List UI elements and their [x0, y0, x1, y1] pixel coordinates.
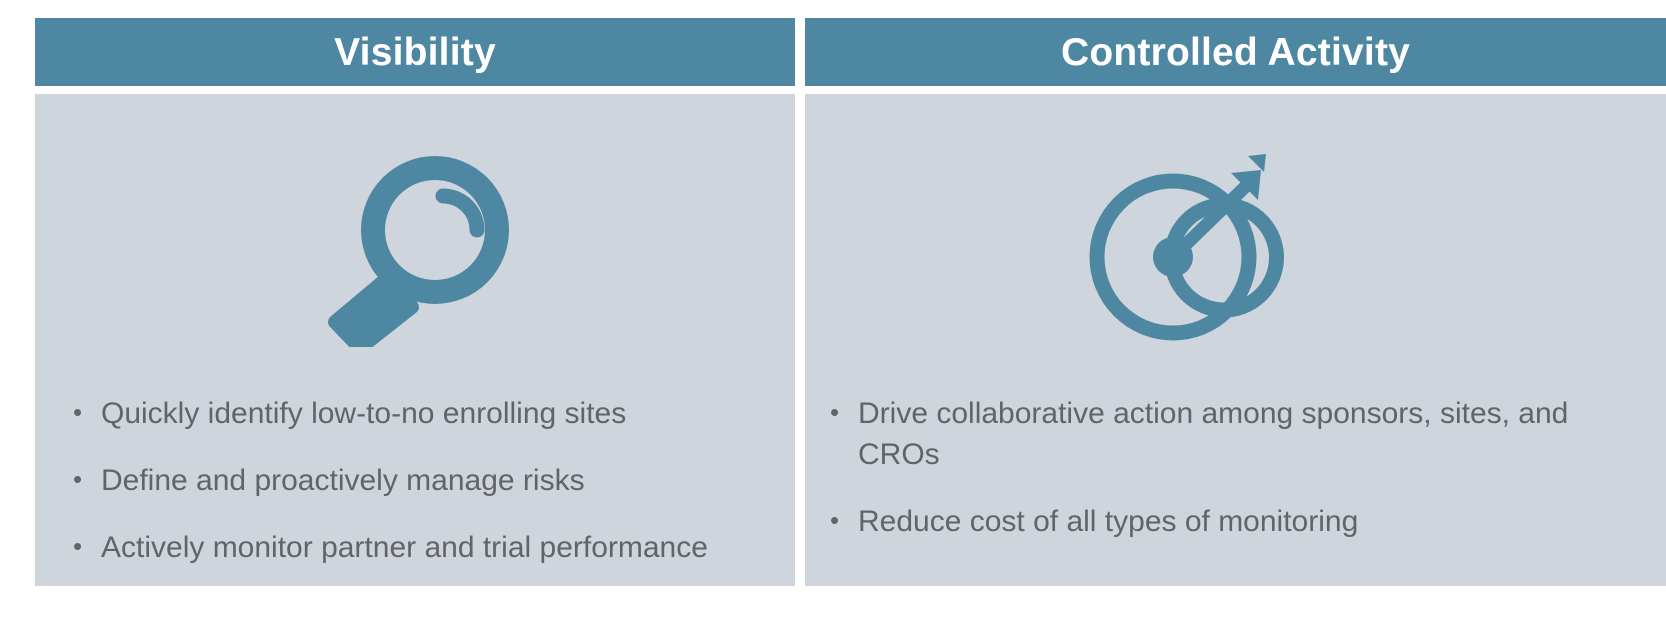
- list-item: • Drive collaborative action among spons…: [830, 394, 1656, 476]
- bullet-marker-icon: •: [830, 504, 840, 535]
- list-item: • Reduce cost of all types of monitoring: [830, 502, 1656, 543]
- bullet-marker-icon: •: [73, 463, 83, 494]
- list-item: • Define and proactively manage risks: [73, 461, 775, 502]
- panel-body-visibility: • Quickly identify low-to-no enrolling s…: [35, 94, 795, 586]
- panel-title-controlled-activity: Controlled Activity: [805, 18, 1666, 86]
- icon-area-controlled-activity: [805, 94, 1666, 394]
- bullet-list-controlled-activity: • Drive collaborative action among spons…: [830, 394, 1656, 568]
- bullet-text: Actively monitor partner and trial perfo…: [101, 530, 708, 564]
- bullet-text: Drive collaborative action among sponsor…: [858, 397, 1569, 471]
- bullet-text: Define and proactively manage risks: [101, 463, 585, 497]
- bullet-marker-icon: •: [73, 530, 83, 561]
- icon-area-visibility: [35, 94, 795, 394]
- bullet-text: Quickly identify low-to-no enrolling sit…: [101, 397, 627, 430]
- panel-controlled-activity: Controlled Activity: [805, 18, 1666, 586]
- panel-visibility: Visibility • Quickly iden: [35, 18, 795, 586]
- panel-body-controlled-activity: • Drive collaborative action among spons…: [805, 94, 1666, 586]
- magnifying-glass-icon: [315, 152, 515, 347]
- bullet-text: Reduce cost of all types of monitoring: [858, 504, 1359, 538]
- bullet-marker-icon: •: [830, 397, 840, 427]
- target-bullseye-icon: [1085, 152, 1285, 347]
- panel-title-visibility: Visibility: [35, 18, 795, 86]
- list-item: • Actively monitor partner and trial per…: [73, 528, 775, 569]
- bullet-marker-icon: •: [73, 397, 83, 427]
- bullet-list-visibility: • Quickly identify low-to-no enrolling s…: [73, 394, 775, 594]
- list-item: • Quickly identify low-to-no enrolling s…: [73, 394, 775, 435]
